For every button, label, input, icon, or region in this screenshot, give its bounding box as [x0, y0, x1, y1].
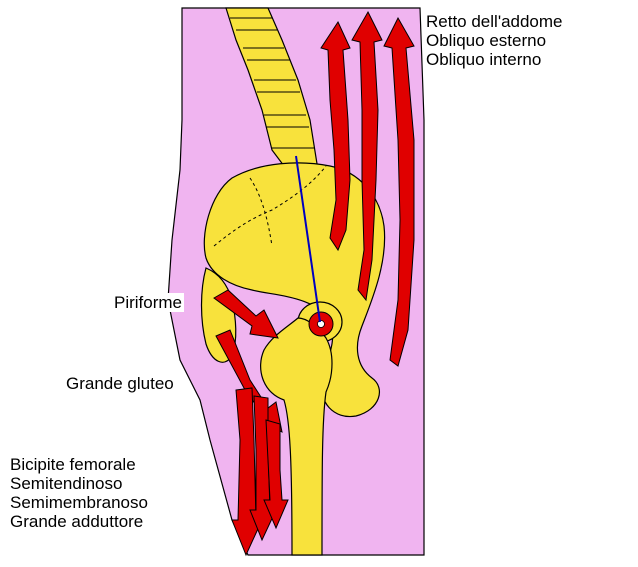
- label-grande-adduttore: Grande adduttore: [10, 512, 148, 531]
- label-semimembranoso: Semimembranoso: [10, 493, 148, 512]
- label-obliquo-interno: Obliquo interno: [426, 50, 563, 69]
- label-piriforme: Piriforme: [112, 293, 184, 312]
- abdominal-labels: Retto dell'addome Obliquo esterno Obliqu…: [426, 12, 563, 69]
- label-retto-addome: Retto dell'addome: [426, 12, 563, 31]
- label-obliquo-esterno: Obliquo esterno: [426, 31, 563, 50]
- label-semitendinoso: Semitendinoso: [10, 474, 148, 493]
- hip-joint-center: [318, 321, 325, 328]
- label-grande-gluteo: Grande gluteo: [64, 374, 176, 393]
- posterior-labels: Bicipite femorale Semitendinoso Semimemb…: [8, 455, 150, 531]
- label-bicipite-femorale: Bicipite femorale: [10, 455, 148, 474]
